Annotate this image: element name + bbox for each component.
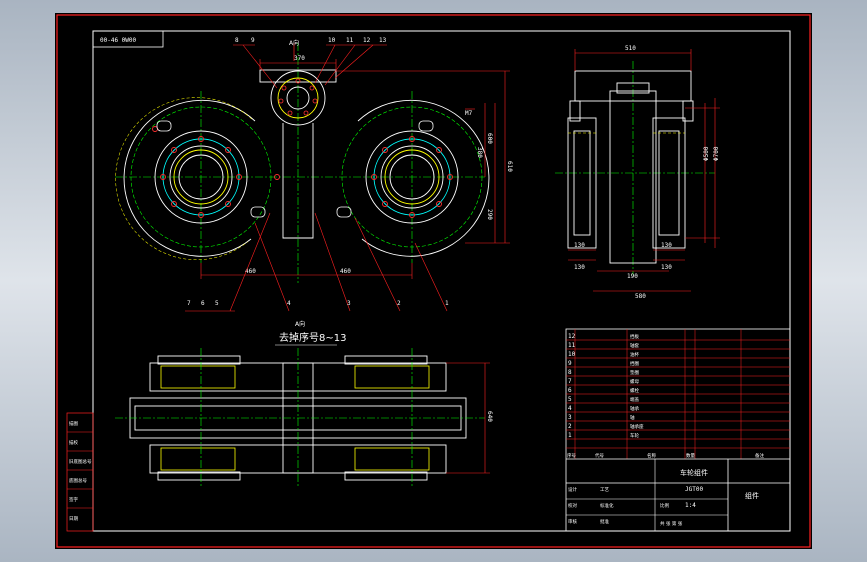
dim-text: 610 [506, 161, 513, 172]
part-row-name: 轴 [630, 414, 635, 421]
sidebar: 描图 描校 旧底图总号 底图总号 签字 日期 [66, 412, 94, 532]
leader-number: 3 [347, 300, 351, 307]
leader-number: 7 [187, 300, 191, 307]
dim-text: 370 [294, 55, 305, 62]
dim-text: 130 [661, 242, 672, 249]
row-index: 10 [568, 351, 576, 358]
inner-frame [92, 30, 791, 532]
sign-label: 工艺 [600, 487, 609, 493]
row-index: 1 [568, 432, 572, 439]
leader-number: 2 [397, 300, 401, 307]
sign-label: 批准 [600, 518, 609, 525]
sidebar-label: 旧底图总号 [69, 458, 92, 465]
dim-text: 510 [625, 45, 636, 52]
cad-drawing: 00-46 0W00 描图 描校 旧底图总号 底图总号 签字 日期 [56, 14, 811, 548]
dim-text: 130 [574, 242, 585, 249]
dim-text: 380 [476, 147, 483, 158]
view-label-bottom: A向 [295, 320, 305, 328]
part-code-box [92, 30, 164, 48]
dim-text: 130 [661, 264, 672, 271]
col-header: 名称 [647, 452, 656, 459]
part-name: 车轮组件 [680, 468, 708, 477]
row-index: 12 [568, 333, 576, 340]
leader-number: 12 [363, 37, 371, 44]
part-row-name: 端盖 [630, 396, 639, 403]
sign-label: 审核 [568, 518, 577, 525]
leader-number: 4 [287, 300, 291, 307]
col-header: 数量 [686, 452, 695, 459]
dim-text: Φ700 [713, 146, 720, 161]
side-view: 510 130 130 130 130 190 580 Φ500 Φ700 [555, 45, 720, 300]
part-row-name: 垫圈 [630, 369, 639, 376]
sheet-count: 共 张 第 张 [660, 520, 683, 527]
part-row-name: 轴承 [630, 405, 639, 412]
sidebar-label: 底图总号 [69, 477, 87, 484]
leaders-top: 8 9 10 11 12 13 [233, 37, 387, 89]
leader-number: 1 [445, 300, 449, 307]
dim-text: 290 [486, 209, 493, 220]
part-row-name: 挡板 [630, 333, 639, 340]
row-index: 5 [568, 396, 572, 403]
part-row-name: 轴套 [630, 342, 639, 349]
scale-value: 1:4 [685, 502, 696, 509]
dim-text: 580 [635, 293, 646, 300]
leader-number: 8 [235, 37, 239, 44]
dim-text: 640 [486, 411, 493, 422]
row-index: 6 [568, 387, 572, 394]
dim-text: 190 [627, 273, 638, 280]
sidebar-label: 日期 [69, 516, 78, 522]
leader-number: 10 [328, 37, 336, 44]
dim-text: 600 [486, 133, 493, 144]
sign-label: 标准化 [600, 502, 614, 509]
col-header: 代号 [595, 452, 604, 459]
dim-text: 460 [340, 268, 351, 275]
row-index: 2 [568, 423, 572, 430]
leader-number: 6 [201, 300, 205, 307]
row-index: 4 [568, 405, 572, 412]
dim-text: Φ500 [703, 146, 710, 161]
col-header: 序号 [567, 452, 576, 459]
part-row-name: 车轮 [630, 432, 639, 439]
part-row-name: 挡圈 [630, 360, 639, 367]
leaders-bottom: 7 6 5 4 3 2 1 [185, 212, 449, 312]
row-index: 9 [568, 360, 572, 367]
col-header: 备注 [755, 452, 764, 459]
row-index: 3 [568, 414, 572, 421]
part-code-text: 00-46 0W00 [100, 37, 137, 44]
view-label: A向 [289, 39, 299, 47]
sidebar-label: 签字 [69, 496, 78, 503]
leader-number: 5 [215, 300, 219, 307]
part-row-name: 轴承座 [630, 423, 644, 430]
dim-text: 460 [245, 268, 256, 275]
sidebar-label: 描校 [69, 439, 78, 446]
drawing-sheet: 00-46 0W00 描图 描校 旧底图总号 底图总号 签字 日期 [55, 13, 812, 549]
dim-text: 130 [574, 264, 585, 271]
leader-number: 13 [379, 37, 387, 44]
sign-label: 设计 [568, 486, 577, 493]
sidebar-label: 描图 [69, 420, 78, 427]
bottom-view: A向 去掉序号8~13 [115, 320, 493, 488]
sign-label: 校对 [568, 502, 577, 509]
scale-label: 比例 [660, 502, 669, 509]
leader-number: 11 [346, 37, 354, 44]
outer-frame [56, 14, 811, 548]
part-row-name: 螺母 [630, 378, 639, 385]
title-block: 序号 代号 名称 数量 备注 1 车轮 2 轴承座 3 轴 4 轴承 5 端盖 6 螺栓 7 螺母 8 垫圈 9… [565, 328, 791, 532]
part-number: JGT00 [685, 486, 703, 493]
rotated-note: 去掉序号8~13 [279, 331, 346, 344]
material: 组件 [745, 491, 759, 500]
row-index: 8 [568, 369, 572, 376]
row-index: 11 [568, 342, 576, 349]
front-view: 370 460 460 600 380 290 610 M7 A向 [115, 39, 513, 283]
row-index: 7 [568, 378, 572, 385]
dim-text: M7 [465, 110, 473, 117]
leader-number: 9 [251, 37, 255, 44]
part-row-name: 螺栓 [630, 387, 639, 394]
part-row-name: 油杯 [630, 351, 639, 358]
